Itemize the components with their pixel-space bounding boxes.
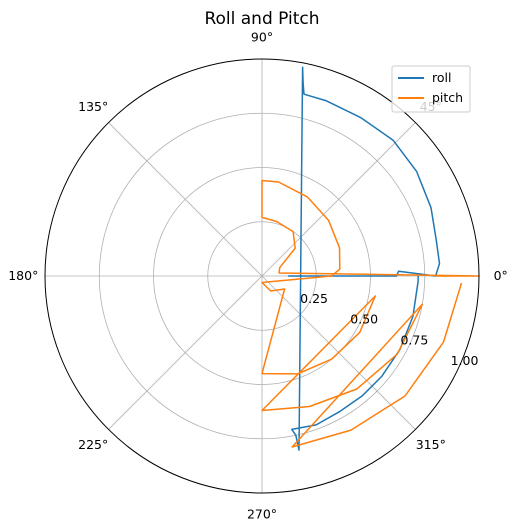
r-tick-label-3: 1.00 [451,353,479,368]
theta-tick-label-0: 0° [494,268,508,283]
polar-frame [44,58,480,494]
theta-tick-label-270: 270° [247,507,277,522]
series-layer [261,66,480,451]
r-tick-labels: 0.25 0.50 0.75 1.00 [300,291,478,368]
theta-tick-label-225: 225° [78,437,108,452]
theta-tick-label-180: 180° [8,268,38,283]
legend-roll-label: roll [432,70,451,85]
legend: roll pitch [391,65,471,113]
r-tick-label-0: 0.25 [300,291,328,306]
r-tick-label-1: 0.50 [350,312,378,327]
legend-box [391,65,471,113]
theta-grid-line-5 [108,275,263,430]
r-tick-label-2: 0.75 [400,332,428,347]
theta-tick-label-315: 315° [416,437,446,452]
polar-grid [45,59,479,493]
theta-grid-line-3 [108,122,263,277]
series-pitch-line [261,179,480,448]
theta-tick-label-135: 135° [78,99,108,114]
legend-pitch-label: pitch [432,90,463,105]
series-roll-line [288,66,441,451]
theta-tick-label-90: 90° [251,29,273,44]
chart-title: Roll and Pitch [204,9,319,29]
theta-grid-line-1 [261,122,416,277]
